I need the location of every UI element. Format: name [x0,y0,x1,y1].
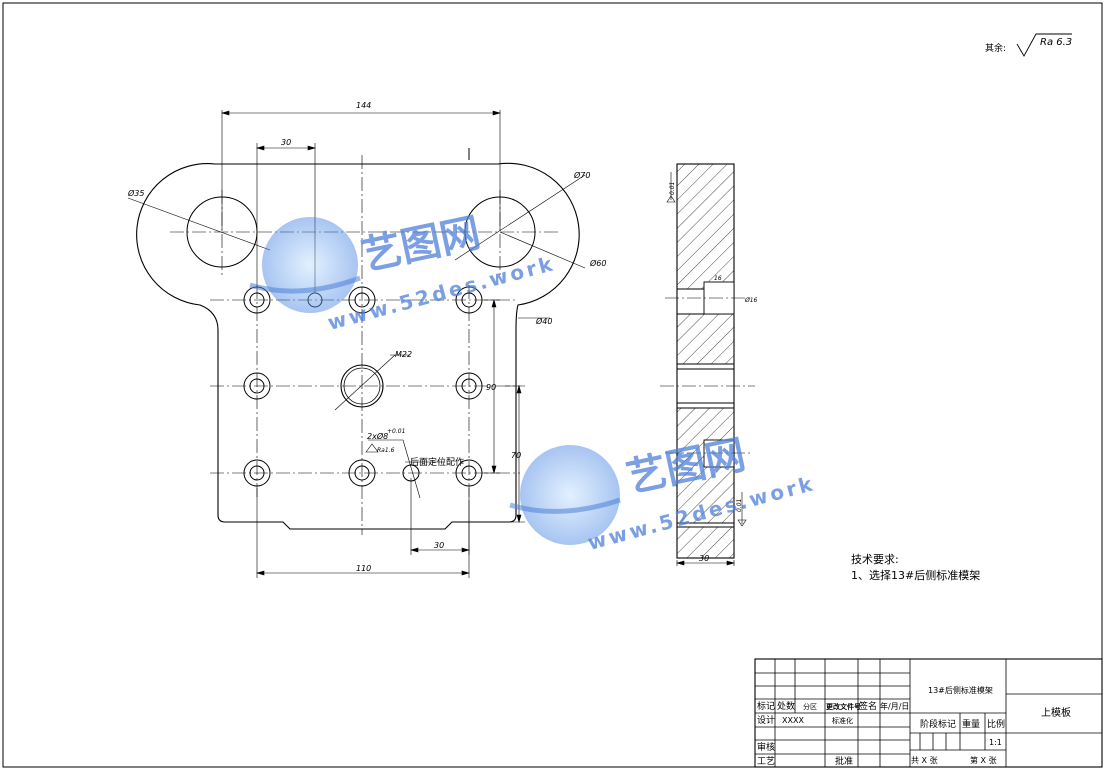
tb-design: 设计 [757,714,775,726]
tech-item-1: 1、选择13#后侧标准模架 [851,568,980,582]
tb-drawing-title: 13#后侧标准模架 [928,685,993,695]
tb-label-change: 更改文件号 [826,702,861,711]
side-flat-bottom: 0.01 [736,499,743,512]
tb-label-date: 年/月/日 [880,701,909,711]
front-view: 144 30 Ø35 Ø70 Ø60 Ø40 M22 90 70 30 110 … [127,101,606,578]
dim-r40: Ø40 [535,316,552,326]
tb-scale: 1:1 [989,738,1002,747]
tech-title: 技术要求: [851,553,899,566]
dimension-texts: 144 30 Ø35 Ø70 Ø60 Ø40 M22 90 70 30 110 … [127,101,606,573]
tb-approve: 批准 [835,755,853,767]
surface-finish-prefix: 其余: [985,42,1006,54]
side-view: 30 16 Ø16 0.01 0.01 [660,163,758,566]
center-lines [170,155,560,535]
side-outline [676,163,735,559]
side-dim-16: 16 [714,275,722,282]
side-thickness: 30 [699,554,709,563]
tb-review: 审核 [757,741,775,753]
dim-70: 70 [511,451,521,460]
tb-sheets-total: 共 X 张 [911,756,938,765]
hole-finish: Ra1.6 [377,447,395,454]
dimension-lines [127,110,586,578]
surface-finish-mark: 其余: Ra 6.3 [985,33,1072,57]
plate-outline [136,162,580,530]
watermark-bottom: 艺图网 www.52des.work [509,432,818,555]
tech-requirements: 技术要求: 1、选择13#后侧标准模架 [851,553,980,582]
tb-weight: 重量 [962,718,980,730]
dim-30-top: 30 [281,138,291,147]
dim-110: 110 [356,564,371,573]
hole-callout: 2xØ8 [367,431,388,441]
dim-dia35: Ø35 [127,188,144,198]
tb-part-name: 上模板 [1041,706,1071,719]
pin-note: 后面定位配作 [410,456,464,468]
tb-label-mark: 标记 [757,700,775,712]
dim-144: 144 [356,101,371,110]
tb-sheet-no: 第 X 张 [970,755,997,765]
side-flat-top: 0.01 [669,182,676,195]
tb-label-count: 处数 [777,700,795,712]
dim-90: 90 [486,383,496,392]
tb-stage-mark: 阶段标记 [920,718,956,730]
dim-dia70: Ø70 [573,170,590,180]
tb-process: 工艺 [757,756,775,767]
dim-dia60: Ø60 [589,258,606,268]
dim-30-bottom: 30 [434,541,444,550]
tb-designer: XXXX [782,716,804,725]
dim-m22: M22 [395,350,412,359]
tb-standardize: 标准化 [832,716,853,725]
tb-label-sign: 签名 [859,700,877,712]
hole-tolerance: +0.01 [387,428,405,435]
watermark-top: 艺图网 www.52des.work [249,210,558,335]
watermark-cn-top: 艺图网 [358,210,485,280]
tb-label-zone: 分区 [803,702,817,711]
surface-finish-value: Ra 6.3 [1040,37,1072,48]
title-block: 标记 处数 分区 更改文件号 签名 年/月/日 设计 XXXX 标准化 审核 工… [754,658,1103,768]
side-dia16: Ø16 [744,297,758,304]
tb-scale-label: 比例 [987,718,1005,730]
